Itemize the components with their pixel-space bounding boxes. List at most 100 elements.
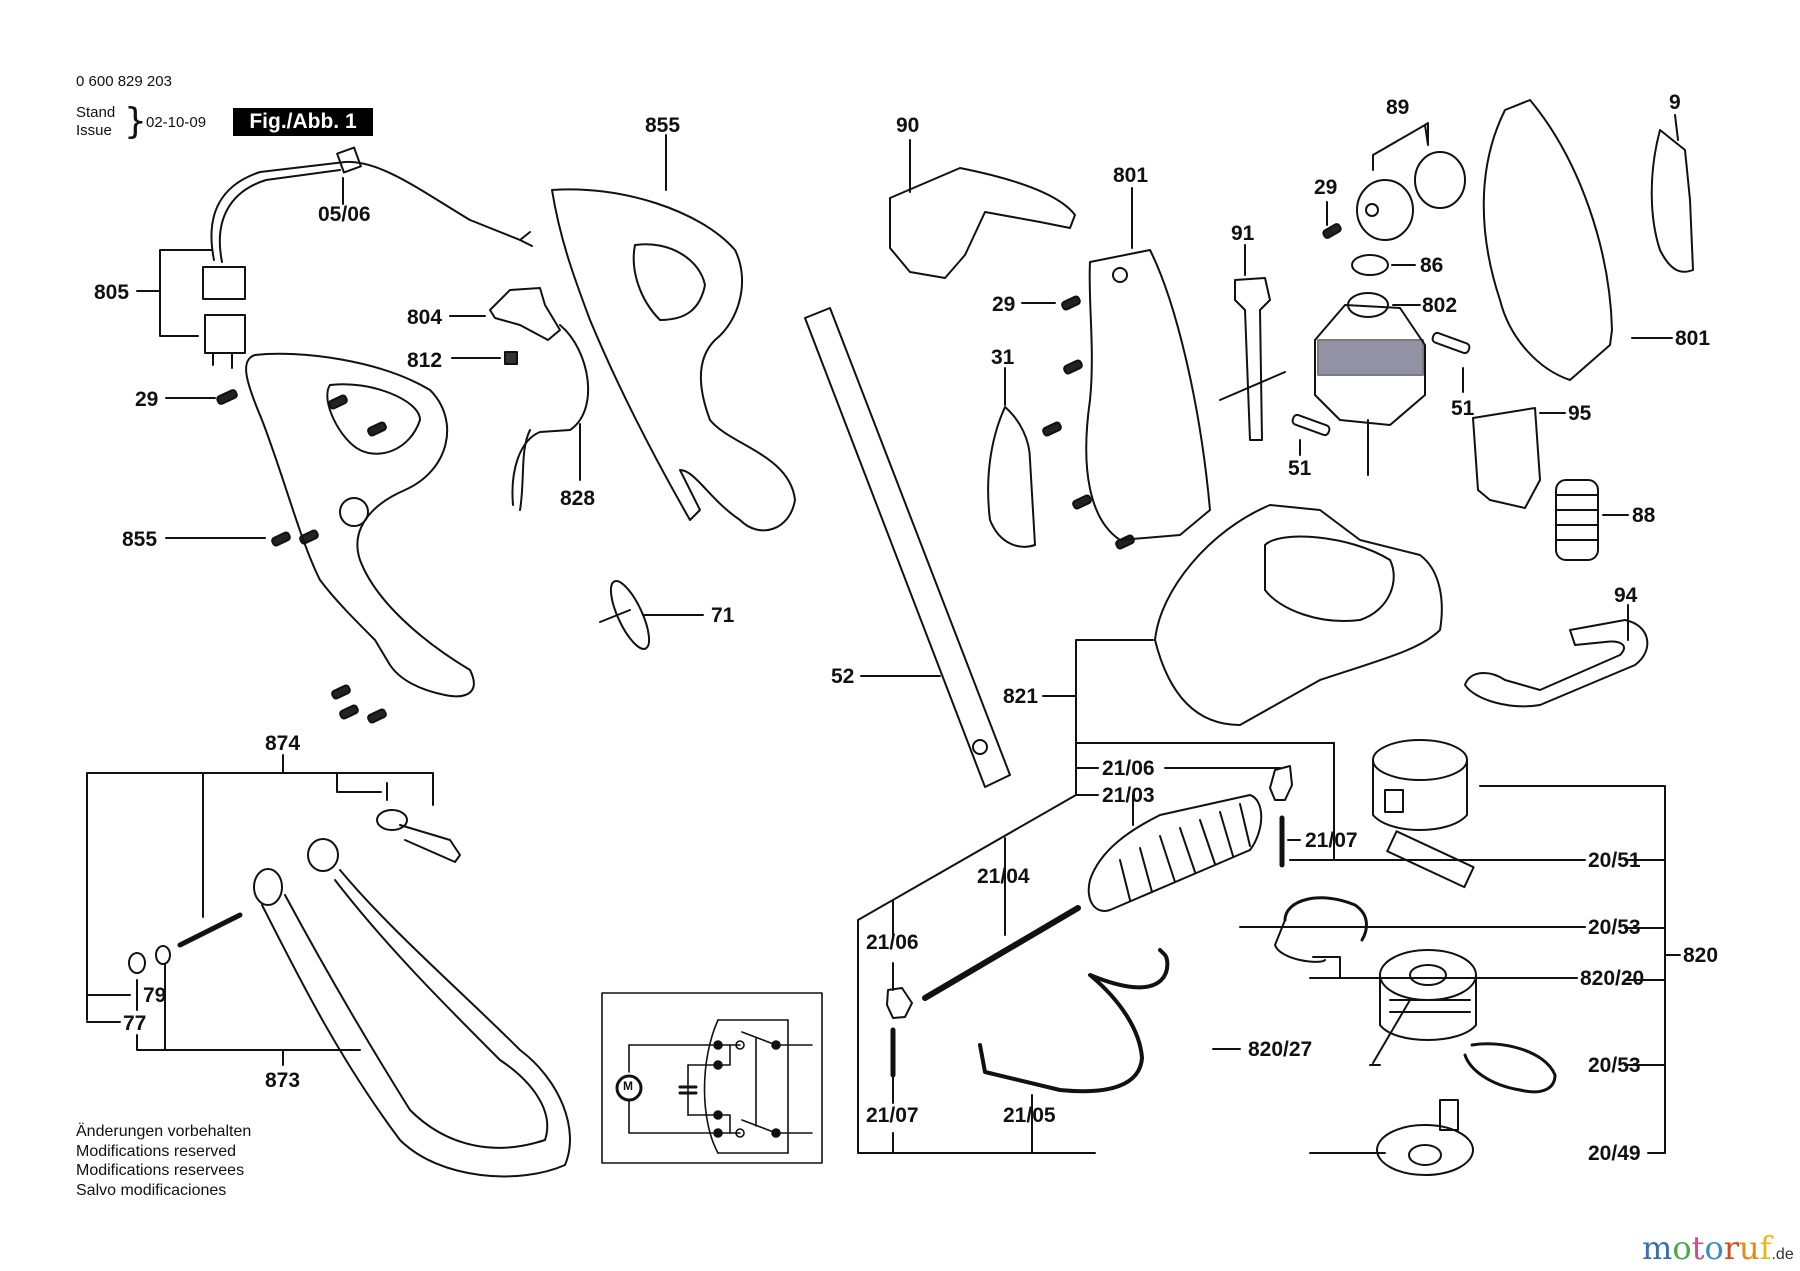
- callout-801-a[interactable]: 801: [1113, 164, 1149, 187]
- callout-821[interactable]: 821: [1003, 685, 1039, 708]
- callout-20-49[interactable]: 20/49: [1588, 1142, 1641, 1165]
- callout-820[interactable]: 820: [1683, 944, 1719, 967]
- callout-52[interactable]: 52: [831, 665, 855, 688]
- callout-801-b[interactable]: 801: [1675, 327, 1711, 350]
- line-part-820-27: [1373, 1000, 1410, 1063]
- note-fr: Modifications reservees: [76, 1162, 245, 1179]
- clip-part-21-06-top: [1270, 766, 1292, 800]
- logo-letter: m: [1642, 1229, 1673, 1267]
- brace-icon: }: [124, 101, 147, 142]
- callout-855-top[interactable]: 855: [645, 114, 681, 137]
- callout-79[interactable]: 79: [143, 984, 167, 1007]
- callout-855-left[interactable]: 855: [122, 528, 158, 551]
- callout-21-06-a[interactable]: 21/06: [1102, 757, 1155, 780]
- spring-clip-part-20-53-a: [1285, 898, 1366, 940]
- loop-handle-part-873: [254, 839, 570, 1176]
- callout-802[interactable]: 802: [1422, 294, 1458, 317]
- cover-part-20-49: [1377, 1100, 1473, 1175]
- leader-lines: [87, 115, 1680, 1153]
- housing-half-part-801-right: [1484, 100, 1612, 380]
- spring-clip-part-20-53-a2: [1275, 920, 1325, 962]
- callout-29-a[interactable]: 29: [135, 388, 159, 411]
- switch-part-804: [490, 288, 560, 364]
- bellows-part-21-03: [1089, 795, 1262, 911]
- callout-805[interactable]: 805: [94, 281, 130, 304]
- boot-part-88: [1556, 480, 1598, 560]
- rod-part-21-04: [925, 908, 1078, 998]
- tube-part-52: [805, 308, 1010, 787]
- motor-part-802: [1315, 293, 1425, 475]
- motoruf-logo[interactable]: motoruf.de: [1642, 1232, 1794, 1264]
- figure-badge: Fig./Abb. 1: [233, 108, 373, 136]
- callout-20-51[interactable]: 20/51: [1588, 849, 1641, 872]
- plate-part-31: [988, 407, 1035, 547]
- screw-parts: [216, 223, 1342, 723]
- lever-part-91: [1220, 278, 1285, 440]
- callout-89[interactable]: 89: [1386, 96, 1410, 119]
- callout-21-06-b[interactable]: 21/06: [866, 931, 919, 954]
- callout-91[interactable]: 91: [1231, 222, 1255, 245]
- shield-part-95: [1473, 408, 1540, 508]
- callout-820-20[interactable]: 820/20: [1580, 967, 1645, 990]
- callout-29-c[interactable]: 29: [1314, 176, 1338, 199]
- issue-date: 02-10-09: [146, 114, 207, 131]
- handle-bar-part-94: [1465, 620, 1647, 706]
- callout-90[interactable]: 90: [896, 114, 920, 137]
- callout-873[interactable]: 873: [265, 1069, 301, 1092]
- callout-71[interactable]: 71: [711, 604, 735, 627]
- callout-05-06[interactable]: 05/06: [318, 203, 371, 226]
- logo-letter: o: [1704, 1229, 1724, 1267]
- callout-86[interactable]: 86: [1420, 254, 1444, 277]
- callout-31[interactable]: 31: [991, 346, 1015, 369]
- guard-part-821: [1155, 505, 1442, 725]
- callout-29-b[interactable]: 29: [992, 293, 1016, 316]
- callout-828[interactable]: 828: [560, 487, 596, 510]
- callout-9[interactable]: 9: [1669, 91, 1681, 114]
- callout-88[interactable]: 88: [1632, 504, 1656, 527]
- issue-label: Issue: [76, 122, 112, 139]
- wire-bow-part-21-05: [980, 950, 1167, 1091]
- plug-part-805: [203, 267, 245, 368]
- stand-label: Stand: [76, 104, 116, 121]
- callout-20-53-a[interactable]: 20/53: [1588, 916, 1641, 939]
- callout-820-27[interactable]: 820/27: [1248, 1038, 1313, 1061]
- handle-half-part-855-right: [552, 189, 795, 530]
- pulley-part-89: [1357, 152, 1465, 240]
- cap-part-820: [1373, 740, 1467, 830]
- clip-part-20-51: [1387, 831, 1473, 887]
- wire-part-828: [512, 325, 588, 510]
- callout-95[interactable]: 95: [1568, 402, 1592, 425]
- callout-21-07-a[interactable]: 21/07: [1305, 829, 1358, 852]
- cover-part-90: [890, 168, 1075, 278]
- callout-21-07-b[interactable]: 21/07: [866, 1104, 919, 1127]
- handle-half-part-855-left: [246, 354, 474, 697]
- brush-part-51-b: [1291, 414, 1330, 436]
- callout-94[interactable]: 94: [1614, 584, 1638, 607]
- logo-letter: o: [1672, 1229, 1692, 1267]
- modification-notes: Änderungen vorbehalten Modifications res…: [76, 1122, 251, 1200]
- callout-812[interactable]: 812: [407, 349, 443, 372]
- callout-77[interactable]: 77: [123, 1012, 147, 1035]
- callout-21-05[interactable]: 21/05: [1003, 1104, 1056, 1127]
- spool-part-820-20: [1380, 950, 1476, 1040]
- callout-874[interactable]: 874: [265, 732, 301, 755]
- callout-51-b[interactable]: 51: [1288, 457, 1312, 480]
- brush-part-51-a: [1431, 332, 1470, 354]
- cord-part-05-06: [211, 148, 532, 262]
- note-es: Salvo modificaciones: [76, 1181, 227, 1199]
- callout-21-04[interactable]: 21/04: [977, 865, 1030, 888]
- circuit-diagram: [602, 993, 822, 1163]
- motor-symbol: M: [623, 1079, 633, 1093]
- callout-21-03[interactable]: 21/03: [1102, 784, 1155, 807]
- callout-20-53-b[interactable]: 20/53: [1588, 1054, 1641, 1077]
- callout-51-a[interactable]: 51: [1451, 397, 1475, 420]
- plate-part-9: [1652, 130, 1693, 272]
- callout-804[interactable]: 804: [407, 306, 443, 329]
- note-de: Änderungen vorbehalten: [76, 1123, 252, 1140]
- part-number: 0 600 829 203: [76, 73, 172, 90]
- logo-letter: f: [1759, 1229, 1772, 1267]
- spring-clip-part-20-53-b: [1465, 1044, 1555, 1092]
- note-en: Modifications reserved: [76, 1142, 237, 1160]
